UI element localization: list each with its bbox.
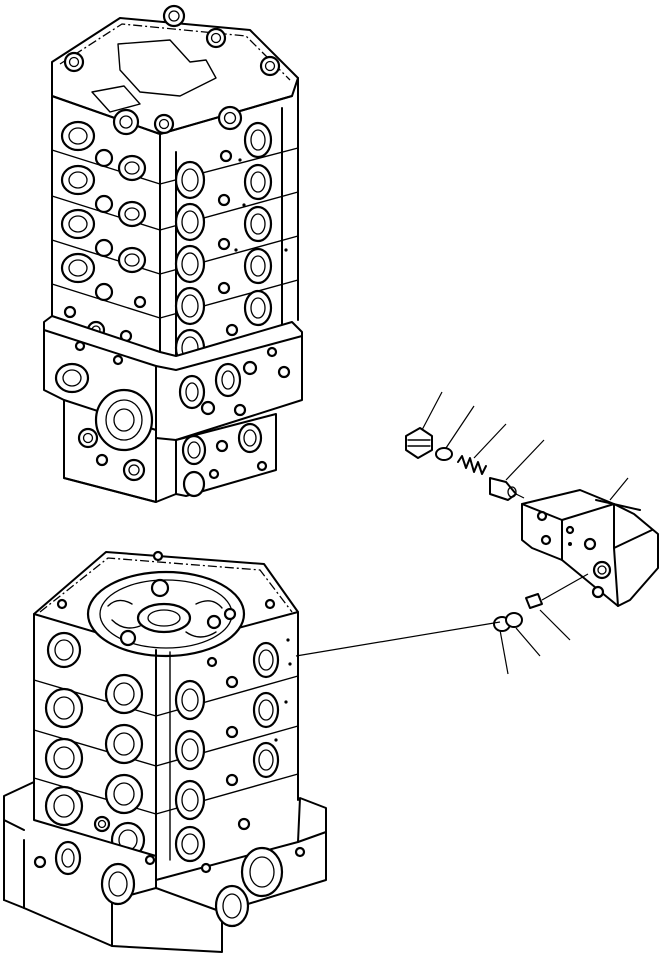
leader-fitting [539, 609, 571, 641]
leader-o-ring [445, 405, 475, 449]
lower-control-valve-stack [3, 550, 327, 953]
plug-o-ring [435, 447, 453, 461]
callout-leaders [421, 391, 629, 675]
lower-right-ports [174, 638, 292, 863]
valve-plug [405, 427, 433, 459]
small-fitting [525, 593, 543, 609]
lower-top-face [33, 550, 299, 658]
leader-plug [421, 391, 443, 431]
relief-valve-cover [521, 489, 659, 607]
upper-section-slabs [51, 77, 299, 371]
o-ring-pair [493, 612, 523, 632]
upper-left-ports [60, 120, 147, 343]
connection-lines [295, 493, 589, 657]
leader-o-ring-right [515, 627, 541, 657]
upper-end-plate [43, 315, 303, 503]
leader-cover [609, 477, 629, 501]
leader-o-ring-left [499, 629, 509, 675]
upper-control-valve-stack [43, 4, 303, 503]
lower-left-ports [44, 631, 146, 859]
exploded-relief-valve-parts [405, 427, 543, 609]
leader-spring [473, 423, 507, 459]
relief-poppet [489, 477, 517, 501]
upper-right-ports [174, 121, 288, 368]
lower-base-manifold [3, 781, 327, 953]
leader-poppet [505, 439, 545, 481]
relief-spring [457, 455, 487, 475]
